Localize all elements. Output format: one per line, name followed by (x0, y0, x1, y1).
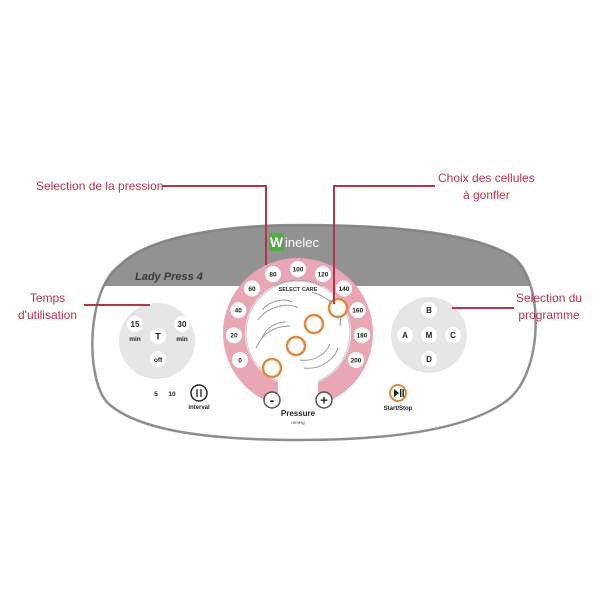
brand-logo-text: inelec (285, 235, 319, 250)
callout-time-line2: d'utilisation (18, 308, 77, 322)
program-a-label: A (402, 331, 408, 340)
pressure-label: Pressure (281, 409, 316, 418)
pressure-level-200-label: 200 (351, 357, 362, 364)
program-buttons: B A M C D (397, 302, 461, 367)
pressure-level-140-label: 140 (339, 286, 350, 293)
program-m-label: M (426, 331, 433, 340)
callout-lines (84, 185, 514, 309)
program-m-button[interactable] (421, 327, 437, 343)
time-15-label: 15 (131, 320, 140, 329)
callout-cells-line1: Choix des cellules (438, 171, 535, 185)
brand-logo-box (269, 233, 284, 251)
pressure-level-160-label: 160 (352, 307, 363, 314)
callout-cells: Choix des cellules à gonfler (438, 170, 535, 204)
callout-program-line2: programme (518, 308, 580, 322)
pressure-level-60-button[interactable] (244, 280, 260, 297)
interval-icon (196, 389, 202, 397)
pressure-level-120-label: 120 (318, 271, 329, 278)
pressure-level-40-button[interactable] (230, 302, 247, 319)
pressure-level-200-button[interactable] (348, 352, 364, 368)
program-a-button[interactable] (397, 327, 413, 343)
pressure-level-60-label: 60 (248, 286, 256, 293)
play-pause-icon (394, 389, 404, 397)
pressure-level-0-button[interactable] (232, 352, 248, 368)
pressure-level-80-button[interactable] (265, 266, 281, 283)
callout-pressure: Selection de la pression (36, 179, 164, 193)
pressure-scale: 0 20 40 60 80 100 120 140 160 180 200 (226, 261, 370, 368)
time-off-button[interactable] (150, 351, 166, 367)
pressure-level-160-button[interactable] (349, 302, 366, 319)
callout-time-line1: Temps (29, 291, 66, 305)
callout-line-cells (333, 185, 435, 304)
time-30-label: 30 (178, 320, 187, 329)
pressure-level-20-label: 20 (230, 333, 238, 340)
program-d-button[interactable] (421, 351, 437, 367)
cell-button-1[interactable] (261, 357, 283, 379)
time-30-unit: min (176, 336, 188, 343)
time-15-unit: min (129, 336, 141, 343)
pressure-level-100-label: 100 (293, 266, 304, 273)
interval-label: interval (188, 405, 210, 411)
program-d-label: D (426, 355, 432, 364)
pressure-level-120-button[interactable] (315, 266, 331, 283)
cell-buttons (261, 297, 349, 379)
time-15-button[interactable] (127, 316, 143, 332)
callout-cells-line2: à gonfler (463, 188, 510, 202)
pressure-plus-label: + (320, 393, 328, 408)
time-center-button[interactable] (150, 328, 166, 344)
pressure-minus-button[interactable] (263, 391, 281, 409)
interval-button[interactable] (190, 384, 208, 402)
model-name: Lady Press 4 (135, 271, 203, 283)
time-off-label: off (154, 357, 163, 364)
pressure-level-40-label: 40 (235, 307, 243, 314)
callout-program-line1: Selection du (516, 291, 583, 305)
cell-button-4[interactable] (327, 297, 349, 319)
pressure-unit: mmHg (291, 420, 305, 425)
callout-line-pressure (162, 185, 267, 265)
time-buttons: 15 min T 30 min off (127, 316, 190, 367)
time-center-label: T (155, 332, 161, 342)
cell-button-3[interactable] (303, 313, 325, 335)
pressure-level-20-button[interactable] (226, 327, 242, 344)
cell-button-2[interactable] (285, 335, 307, 357)
pressure-level-80-label: 80 (269, 271, 277, 278)
brand-logo-letter: W (270, 234, 284, 250)
interval-value-10: 10 (168, 391, 176, 398)
start-stop-label: Start/Stop (384, 406, 413, 412)
program-b-label: B (426, 306, 432, 315)
time-30-button[interactable] (174, 316, 190, 332)
interval-value-5: 5 (154, 391, 158, 398)
pressure-plus-button[interactable] (315, 391, 333, 409)
pressure-level-140-button[interactable] (336, 280, 352, 297)
pressure-level-0-label: 0 (238, 357, 242, 364)
pressure-level-180-button[interactable] (354, 327, 370, 344)
select-care-label: SELECT CARE (279, 287, 318, 293)
program-b-button[interactable] (421, 302, 437, 318)
pressure-level-100-button[interactable] (290, 261, 306, 277)
pressure-level-180-label: 180 (357, 333, 368, 340)
program-c-label: C (450, 331, 456, 340)
callout-program: Selection du programme (516, 290, 582, 324)
program-c-button[interactable] (445, 327, 461, 343)
callout-time: Temps d'utilisation (18, 290, 77, 324)
pressure-minus-label: - (270, 392, 275, 408)
